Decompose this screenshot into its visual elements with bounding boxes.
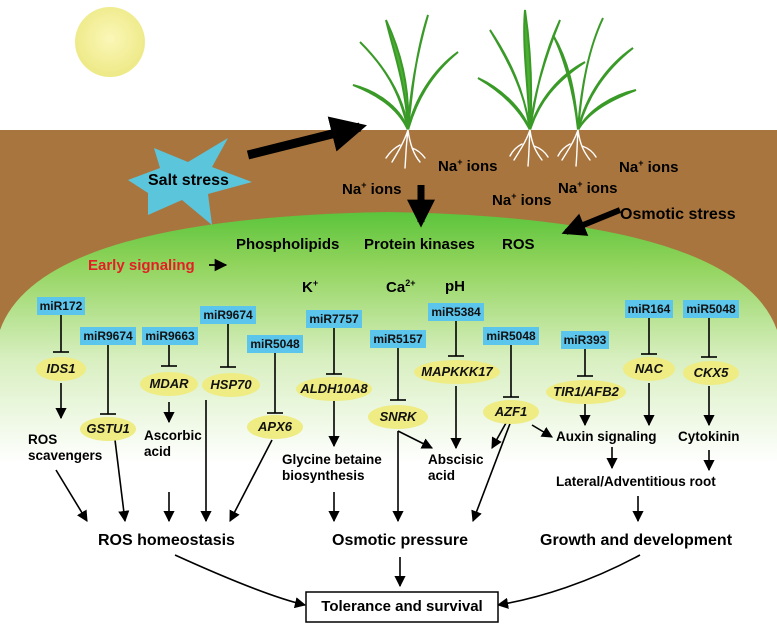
mirna-box-mir5048-c: miR5048 <box>683 300 739 318</box>
activation-arrows <box>55 383 715 588</box>
lateral-root-label: Lateral/Adventitious root <box>556 474 716 489</box>
mirna-box-mir5048-a: miR5048 <box>247 335 303 353</box>
osmotic-stress-arrow <box>561 207 622 236</box>
na-ions-label-1: Na+ ions <box>342 180 402 198</box>
mirna-box-mir5048-b: miR5048 <box>483 327 539 345</box>
mirna-box-mir172: miR172 <box>37 297 85 315</box>
gene-ckx5: CKX5 <box>683 361 739 385</box>
early-signaling-label: Early signaling <box>88 257 195 274</box>
salt-stress-label: Salt stress <box>148 172 229 189</box>
na-ions-label-4: Na+ ions <box>558 179 618 197</box>
cytokinin-label: Cytokinin <box>678 429 740 444</box>
ros-homeostasis-label: ROS homeostasis <box>98 532 235 549</box>
gene-mdar: MDAR <box>140 372 198 396</box>
mirna-box-mir5157: miR5157 <box>370 330 426 348</box>
gene-apx6: APX6 <box>247 415 303 439</box>
ros-label: ROS <box>502 236 535 253</box>
protein-kinases-label: Protein kinases <box>364 236 475 253</box>
gene-tir1-afb2: TIR1/AFB2 <box>546 380 626 404</box>
salt-stress-star-icon <box>128 138 252 225</box>
mirna-box-mir164: miR164 <box>625 300 673 318</box>
gene-nac: NAC <box>623 357 675 381</box>
phospholipids-label: Phospholipids <box>236 236 340 253</box>
k-ion-label: K+ <box>302 278 319 296</box>
mirna-box-mir5384: miR5384 <box>428 303 484 321</box>
mirna-box-mir9674-b: miR9674 <box>200 306 256 324</box>
salt-to-plant-arrow <box>246 116 367 160</box>
gene-gstu1: GSTU1 <box>80 417 136 441</box>
inhibition-lines <box>53 314 717 415</box>
auxin-signaling-label: Auxin signaling <box>556 429 657 444</box>
growth-development-label: Growth and development <box>540 532 733 549</box>
roots-icon <box>385 129 597 169</box>
na-ions-label-3: Na+ ions <box>619 158 679 176</box>
tolerance-survival-label: Tolerance and survival <box>321 598 483 615</box>
gene-mapkkk17: MAPKKK17 <box>414 360 500 384</box>
tolerance-box <box>305 591 499 623</box>
osmotic-stress-label: Osmotic stress <box>620 206 736 223</box>
sun-icon <box>75 7 145 77</box>
gene-hsp70: HSP70 <box>202 373 260 397</box>
mirna-box-mir9663: miR9663 <box>142 327 198 345</box>
mirna-box-mir7757: miR7757 <box>306 310 362 328</box>
na-ions-label-5: Na+ ions <box>492 191 552 209</box>
gene-aldh10a8: ALDH10A8 <box>296 377 372 401</box>
gene-ids1: IDS1 <box>36 357 86 381</box>
ca-ion-label: Ca2+ <box>386 278 416 296</box>
mirna-box-mir9674-a: miR9674 <box>80 327 136 345</box>
gene-azf1: AZF1 <box>483 400 539 424</box>
ph-label: pH <box>445 278 465 295</box>
gene-snrk: SNRK <box>368 405 428 429</box>
grass-plants-icon <box>352 9 637 131</box>
osmotic-pressure-label: Osmotic pressure <box>332 532 469 549</box>
mirna-box-mir393: miR393 <box>561 331 609 349</box>
na-ions-label-2: Na+ ions <box>438 157 498 175</box>
